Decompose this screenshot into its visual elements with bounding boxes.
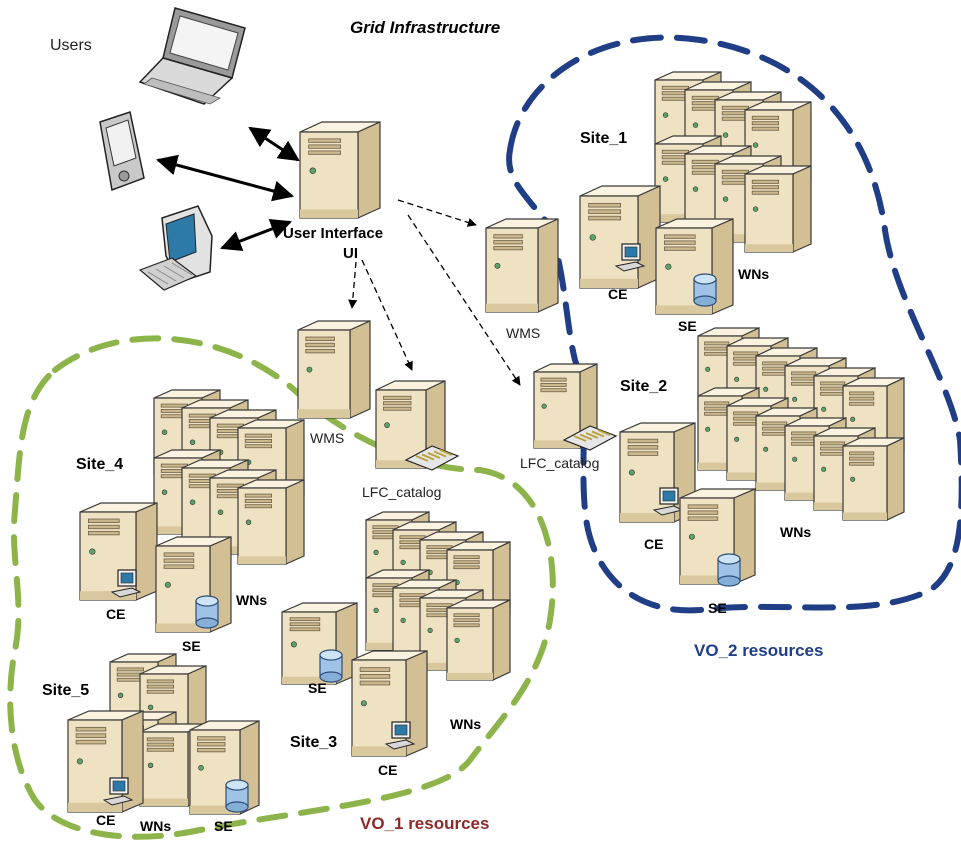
wms-vo2-label: WMS bbox=[506, 325, 541, 341]
site2-label: Site_2 bbox=[620, 378, 668, 395]
pda-ui-connector bbox=[155, 154, 295, 202]
site1-wns-label: WNs bbox=[738, 266, 770, 282]
ui-label-line2: UI bbox=[343, 245, 358, 262]
ui-server bbox=[299, 121, 381, 219]
site1-wn-node bbox=[744, 165, 812, 253]
servers-layer bbox=[67, 71, 905, 815]
site5-ce-label: CE bbox=[96, 812, 116, 828]
site2-se-label: SE bbox=[708, 600, 727, 616]
laptop-ui-connector bbox=[248, 126, 300, 162]
site2-wns-label: WNs bbox=[780, 524, 812, 540]
lfc-vo2-tray-icon bbox=[562, 425, 618, 451]
laptop-icon bbox=[138, 7, 246, 105]
site4-ce-server bbox=[79, 502, 158, 601]
site5-se-label: SE bbox=[214, 818, 233, 834]
site2-ce-icon bbox=[652, 487, 684, 516]
site4-ce-icon bbox=[110, 569, 142, 598]
site3-se-label: SE bbox=[308, 680, 327, 696]
wms-vo1-server bbox=[297, 320, 371, 419]
lfc-vo2-label: LFC_catalog bbox=[520, 455, 600, 471]
vo1-resources-label: VO_1 resources bbox=[360, 814, 490, 833]
site4-se-label: SE bbox=[182, 638, 201, 654]
wms-vo1-label: WMS bbox=[310, 430, 345, 446]
site2-se-disk-icon bbox=[717, 553, 741, 587]
site1-ce-icon bbox=[614, 243, 646, 272]
site5-label: Site_5 bbox=[42, 682, 90, 699]
users-label: Users bbox=[50, 37, 92, 54]
site5-wns-label: WNs bbox=[140, 818, 172, 834]
ui-lfc-vo1-arrow bbox=[361, 259, 413, 371]
ui-label-line1: User Interface bbox=[283, 225, 384, 242]
site1-ce-label: CE bbox=[608, 286, 628, 302]
site5-se-server bbox=[189, 720, 260, 815]
site5-ce-server bbox=[67, 710, 144, 813]
site3-ce-label: CE bbox=[378, 762, 398, 778]
site2-ce-label: CE bbox=[644, 536, 664, 552]
site3-ce-server bbox=[351, 650, 428, 757]
site4-wns-label: WNs bbox=[236, 592, 268, 608]
site5-se-disk-icon bbox=[225, 779, 249, 813]
site3-se-disk-icon bbox=[319, 649, 343, 683]
devices-layer bbox=[99, 7, 246, 291]
site3-wn-node bbox=[446, 599, 511, 681]
desktop-computer-icon bbox=[138, 205, 213, 291]
site3-label: Site_3 bbox=[290, 734, 338, 751]
ui-lfc-vo2-arrow bbox=[407, 214, 521, 386]
site3-ce-icon bbox=[384, 721, 416, 750]
site1-label: Site_1 bbox=[580, 130, 628, 147]
lfc-vo2-server bbox=[533, 363, 598, 449]
desktop-ui-connector bbox=[220, 218, 292, 252]
site4-ce-label: CE bbox=[106, 606, 126, 622]
lfc-vo1-label: LFC_catalog bbox=[362, 484, 442, 500]
vo1-boundary bbox=[7, 335, 556, 840]
site1-se-disk-icon bbox=[693, 273, 717, 307]
ui-wms-vo1-arrow bbox=[348, 261, 358, 309]
ui-wms-vo2-arrow bbox=[397, 199, 477, 227]
site1-se-server bbox=[655, 218, 734, 315]
site1-ce-server bbox=[579, 185, 661, 289]
lfc-vo1-tray-icon bbox=[404, 445, 460, 471]
site4-label: Site_4 bbox=[76, 456, 124, 473]
vo2-boundary bbox=[506, 34, 961, 614]
diagram-title: Grid Infrastructure bbox=[350, 18, 501, 37]
pda-icon bbox=[99, 111, 145, 192]
site5-ce-icon bbox=[102, 777, 134, 806]
site1-se-label: SE bbox=[678, 318, 697, 334]
site2-wn bbox=[697, 327, 905, 521]
site2-wn-node bbox=[842, 437, 905, 521]
site4-se-server bbox=[155, 536, 232, 633]
site3-wns-label: WNs bbox=[450, 716, 482, 732]
site4-se-disk-icon bbox=[195, 595, 219, 629]
vo2-resources-label: VO_2 resources bbox=[694, 641, 824, 660]
wms-vo2-server bbox=[485, 218, 559, 313]
site4-wn-node bbox=[237, 479, 305, 565]
site1-wn bbox=[654, 71, 812, 253]
